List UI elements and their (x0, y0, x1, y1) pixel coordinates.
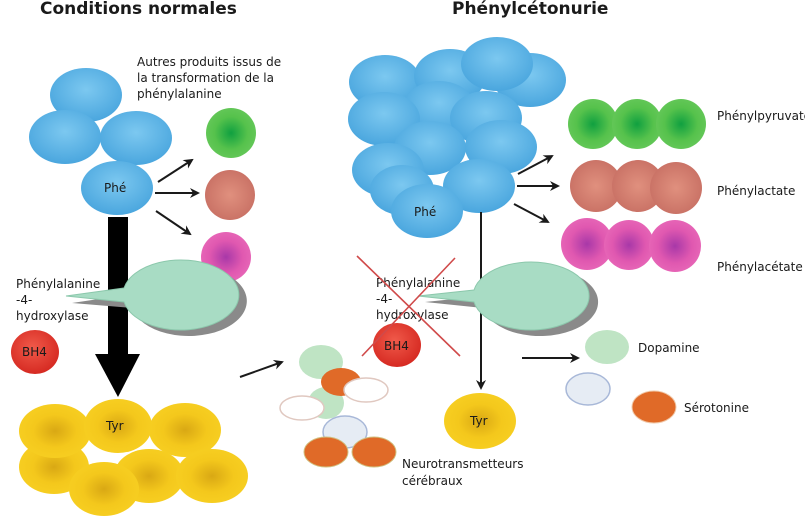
phe-molecule (461, 37, 533, 91)
neurotransmitters-label: Neurotransmetteurs cérébraux (402, 457, 527, 488)
serotonin-disc (351, 436, 397, 468)
phe-label: Phé (414, 205, 436, 219)
bh4-label: BH4 (384, 339, 409, 353)
phenylpyruvate-molecule (568, 99, 618, 149)
enzyme-label: Phénylalanine -4- hydroxylase (16, 277, 104, 323)
phenylactate-molecule (570, 160, 622, 212)
arrow-to-phenylacetate (513, 203, 550, 223)
white-disc (343, 377, 389, 403)
bh4-cofactor (11, 330, 59, 374)
dopamine-label: Dopamine (638, 341, 700, 355)
left-tyr-cluster: Tyr (19, 399, 248, 516)
phenylpyruvate-label: Phénylpyruvate (717, 109, 805, 123)
phenylpyruvate-molecule (656, 99, 706, 149)
phe-label: Phé (104, 181, 126, 195)
arrow-to-neurotransmitters (239, 359, 284, 378)
phenylactate-molecule (612, 160, 664, 212)
tyr-molecule-labeled (444, 393, 516, 449)
arrow-to-pink (155, 210, 192, 236)
tyr-label: Tyr (469, 414, 488, 428)
phe-molecule (50, 68, 122, 122)
arrow-to-phenylpyruvate (517, 155, 554, 175)
title-phenylketonuria: Phénylcétonurie (452, 0, 608, 19)
product-molecule-brown (205, 170, 255, 220)
phe-molecule-labeled (81, 161, 153, 215)
phe-molecule-labeled (391, 184, 463, 238)
title-normal-conditions: Conditions normales (40, 0, 237, 19)
phenylactate-molecule (650, 162, 702, 214)
neurotransmitter-pile (279, 345, 397, 468)
left-phe-cluster: Phé (29, 68, 172, 215)
tyr-label: Tyr (105, 419, 124, 433)
white-disc (565, 372, 611, 406)
phe-molecule (29, 110, 101, 164)
big-conversion-arrow (95, 217, 140, 397)
phenylactate-row (570, 160, 702, 214)
tyr-molecule-labeled (84, 399, 152, 453)
tyr-molecule (69, 462, 139, 516)
phenylpyruvate-molecule (612, 99, 662, 149)
product-molecule-green (206, 108, 256, 158)
left-enzyme: Phénylalanine -4- hydroxylase (16, 259, 247, 336)
phenylacetate-molecule (561, 218, 613, 270)
phe-molecule (100, 111, 172, 165)
phenylpyruvate-row (568, 99, 706, 149)
phe-molecule (443, 159, 515, 213)
phenylactate-label: Phénylactate (717, 184, 795, 198)
other-products-label: Autres produits issus de la transformati… (137, 55, 285, 101)
blocked-cross-icon (356, 255, 461, 357)
white-disc (279, 395, 325, 421)
arrow-to-green (157, 158, 194, 183)
dopamine-disc (585, 330, 629, 364)
enzyme-label: Phénylalanine -4- hydroxylase (376, 276, 464, 322)
phenylacetate-molecule (649, 220, 701, 272)
phenylacetate-molecule (604, 220, 654, 270)
phenylacetate-label: Phénylacétate (717, 260, 803, 274)
tyr-molecule (149, 403, 221, 457)
tyr-molecule (176, 449, 248, 503)
right-phe-cluster: Phé (348, 37, 566, 238)
tyr-molecule (19, 404, 91, 458)
bh4-cofactor (373, 323, 421, 367)
right-enzyme-blocked: Phénylalanine -4- hydroxylase (376, 261, 599, 337)
serotonin-disc (631, 390, 677, 424)
phenylacetate-row (561, 218, 701, 272)
serotonin-disc (303, 436, 349, 468)
serotonin-label: Sérotonine (684, 401, 749, 415)
bh4-label: BH4 (22, 345, 47, 359)
